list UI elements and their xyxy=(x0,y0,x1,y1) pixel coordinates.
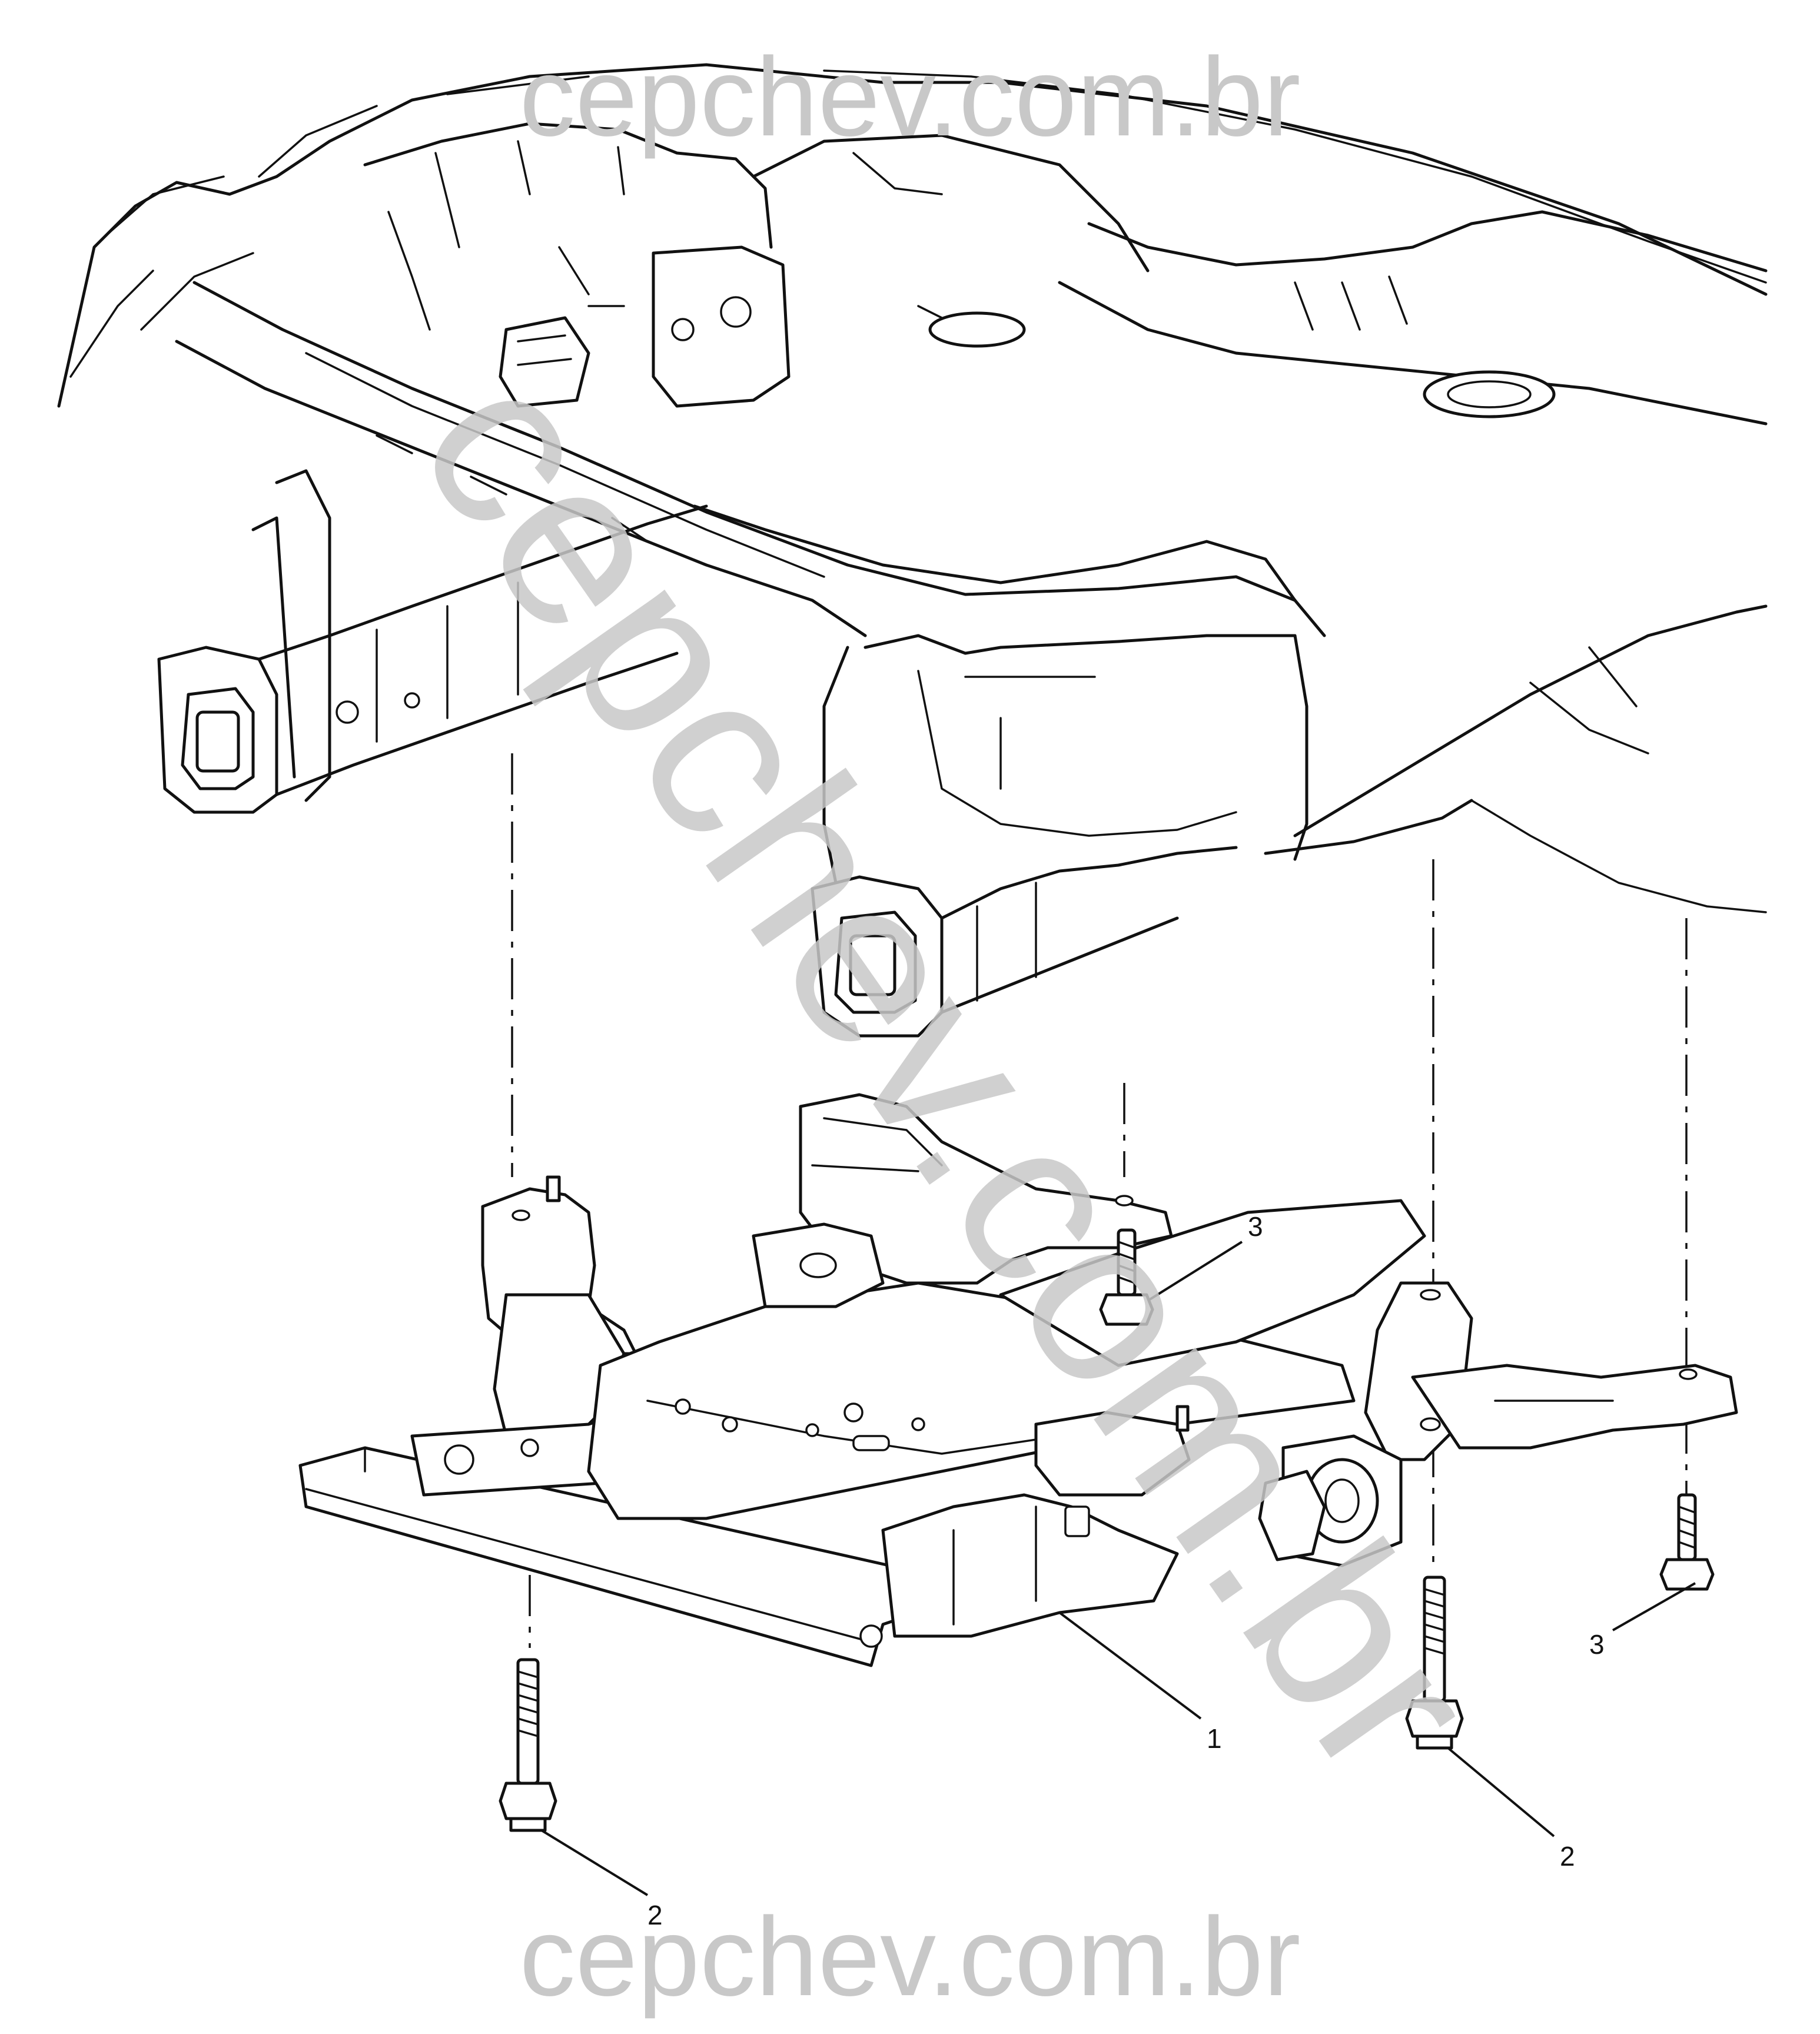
callout-label-bolt-right-lower: 2 xyxy=(1560,1841,1575,1872)
alignment-lines xyxy=(511,753,1688,1648)
watermark-top: cepchev.com.br xyxy=(519,35,1300,159)
bolt-right-outer xyxy=(1659,1493,1715,1591)
callout-leaders xyxy=(540,1241,1696,1896)
vehicle-body-structure xyxy=(57,63,1768,1038)
bolt-left-lower xyxy=(499,1658,557,1832)
watermark-bottom: cepchev.com.br xyxy=(519,1895,1300,2019)
callout-label-bolt-center-upper: 3 xyxy=(1248,1211,1263,1242)
callout-label-bolt-right-outer: 3 xyxy=(1589,1629,1605,1660)
callout-label-bolt-left-lower: 2 xyxy=(647,1900,663,1930)
callout-label-frame: 1 xyxy=(1207,1723,1222,1754)
callout-labels: 1 2 2 3 3 xyxy=(647,1211,1605,1930)
bolt-right-lower xyxy=(1405,1576,1464,1750)
bolt-center-upper xyxy=(1099,1228,1154,1326)
front-subframe xyxy=(298,1093,1738,1667)
